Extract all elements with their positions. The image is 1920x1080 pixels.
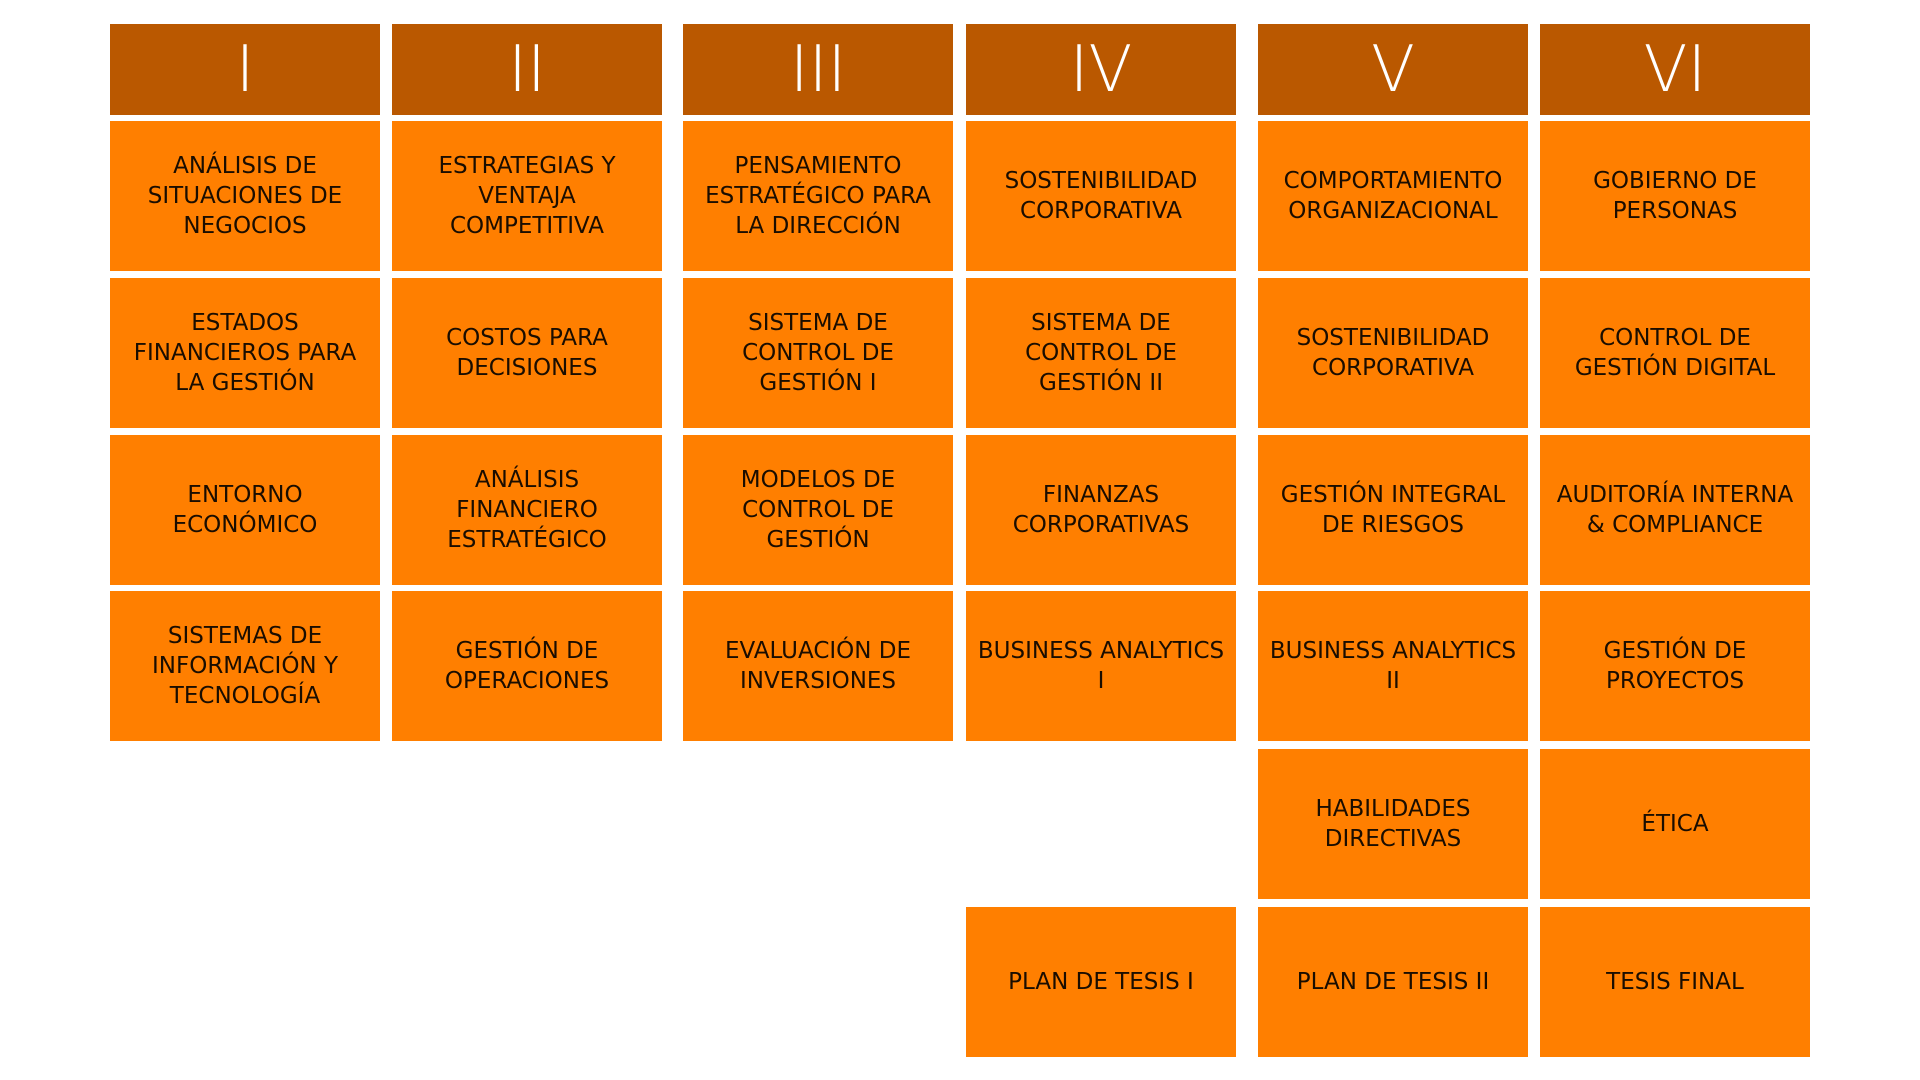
course-box: BUSINESS ANALYTICS I (966, 591, 1236, 741)
course-box: GESTIÓN DE OPERACIONES (392, 591, 662, 741)
course-box: SOSTENIBILIDAD CORPORATIVA (966, 121, 1236, 271)
course-box: GESTIÓN INTEGRAL DE RIESGOS (1258, 435, 1528, 585)
course-box: ÉTICA (1540, 749, 1810, 899)
course-box: SOSTENIBILIDAD CORPORATIVA (1258, 278, 1528, 428)
course-box: EVALUACIÓN DE INVERSIONES (683, 591, 953, 741)
course-box: GOBIERNO DE PERSONAS (1540, 121, 1810, 271)
course-box: BUSINESS ANALYTICS II (1258, 591, 1528, 741)
course-box: PLAN DE TESIS II (1258, 907, 1528, 1057)
semester-header: VI (1540, 24, 1810, 115)
semester-header: II (392, 24, 662, 115)
course-box: ESTRATEGIAS Y VENTAJA COMPETITIVA (392, 121, 662, 271)
semester-header: III (683, 24, 953, 115)
course-box: HABILIDADES DIRECTIVAS (1258, 749, 1528, 899)
course-box: PENSAMIENTO ESTRATÉGICO PARA LA DIRECCIÓ… (683, 121, 953, 271)
course-box: ENTORNO ECONÓMICO (110, 435, 380, 585)
course-box: ESTADOS FINANCIEROS PARA LA GESTIÓN (110, 278, 380, 428)
course-box: ANÁLISIS DE SITUACIONES DE NEGOCIOS (110, 121, 380, 271)
course-box: ANÁLISIS FINANCIERO ESTRATÉGICO (392, 435, 662, 585)
semester-header: I (110, 24, 380, 115)
course-box: TESIS FINAL (1540, 907, 1810, 1057)
semester-header: IV (966, 24, 1236, 115)
course-box: PLAN DE TESIS I (966, 907, 1236, 1057)
course-box: COMPORTAMIENTO ORGANIZACIONAL (1258, 121, 1528, 271)
semester-header: V (1258, 24, 1528, 115)
course-box: SISTEMA DE CONTROL DE GESTIÓN I (683, 278, 953, 428)
course-box: SISTEMAS DE INFORMACIÓN Y TECNOLOGÍA (110, 591, 380, 741)
course-box: COSTOS PARA DECISIONES (392, 278, 662, 428)
course-box: FINANZAS CORPORATIVAS (966, 435, 1236, 585)
course-box: MODELOS DE CONTROL DE GESTIÓN (683, 435, 953, 585)
course-box: GESTIÓN DE PROYECTOS (1540, 591, 1810, 741)
course-box: AUDITORÍA INTERNA & COMPLIANCE (1540, 435, 1810, 585)
course-box: SISTEMA DE CONTROL DE GESTIÓN II (966, 278, 1236, 428)
course-box: CONTROL DE GESTIÓN DIGITAL (1540, 278, 1810, 428)
